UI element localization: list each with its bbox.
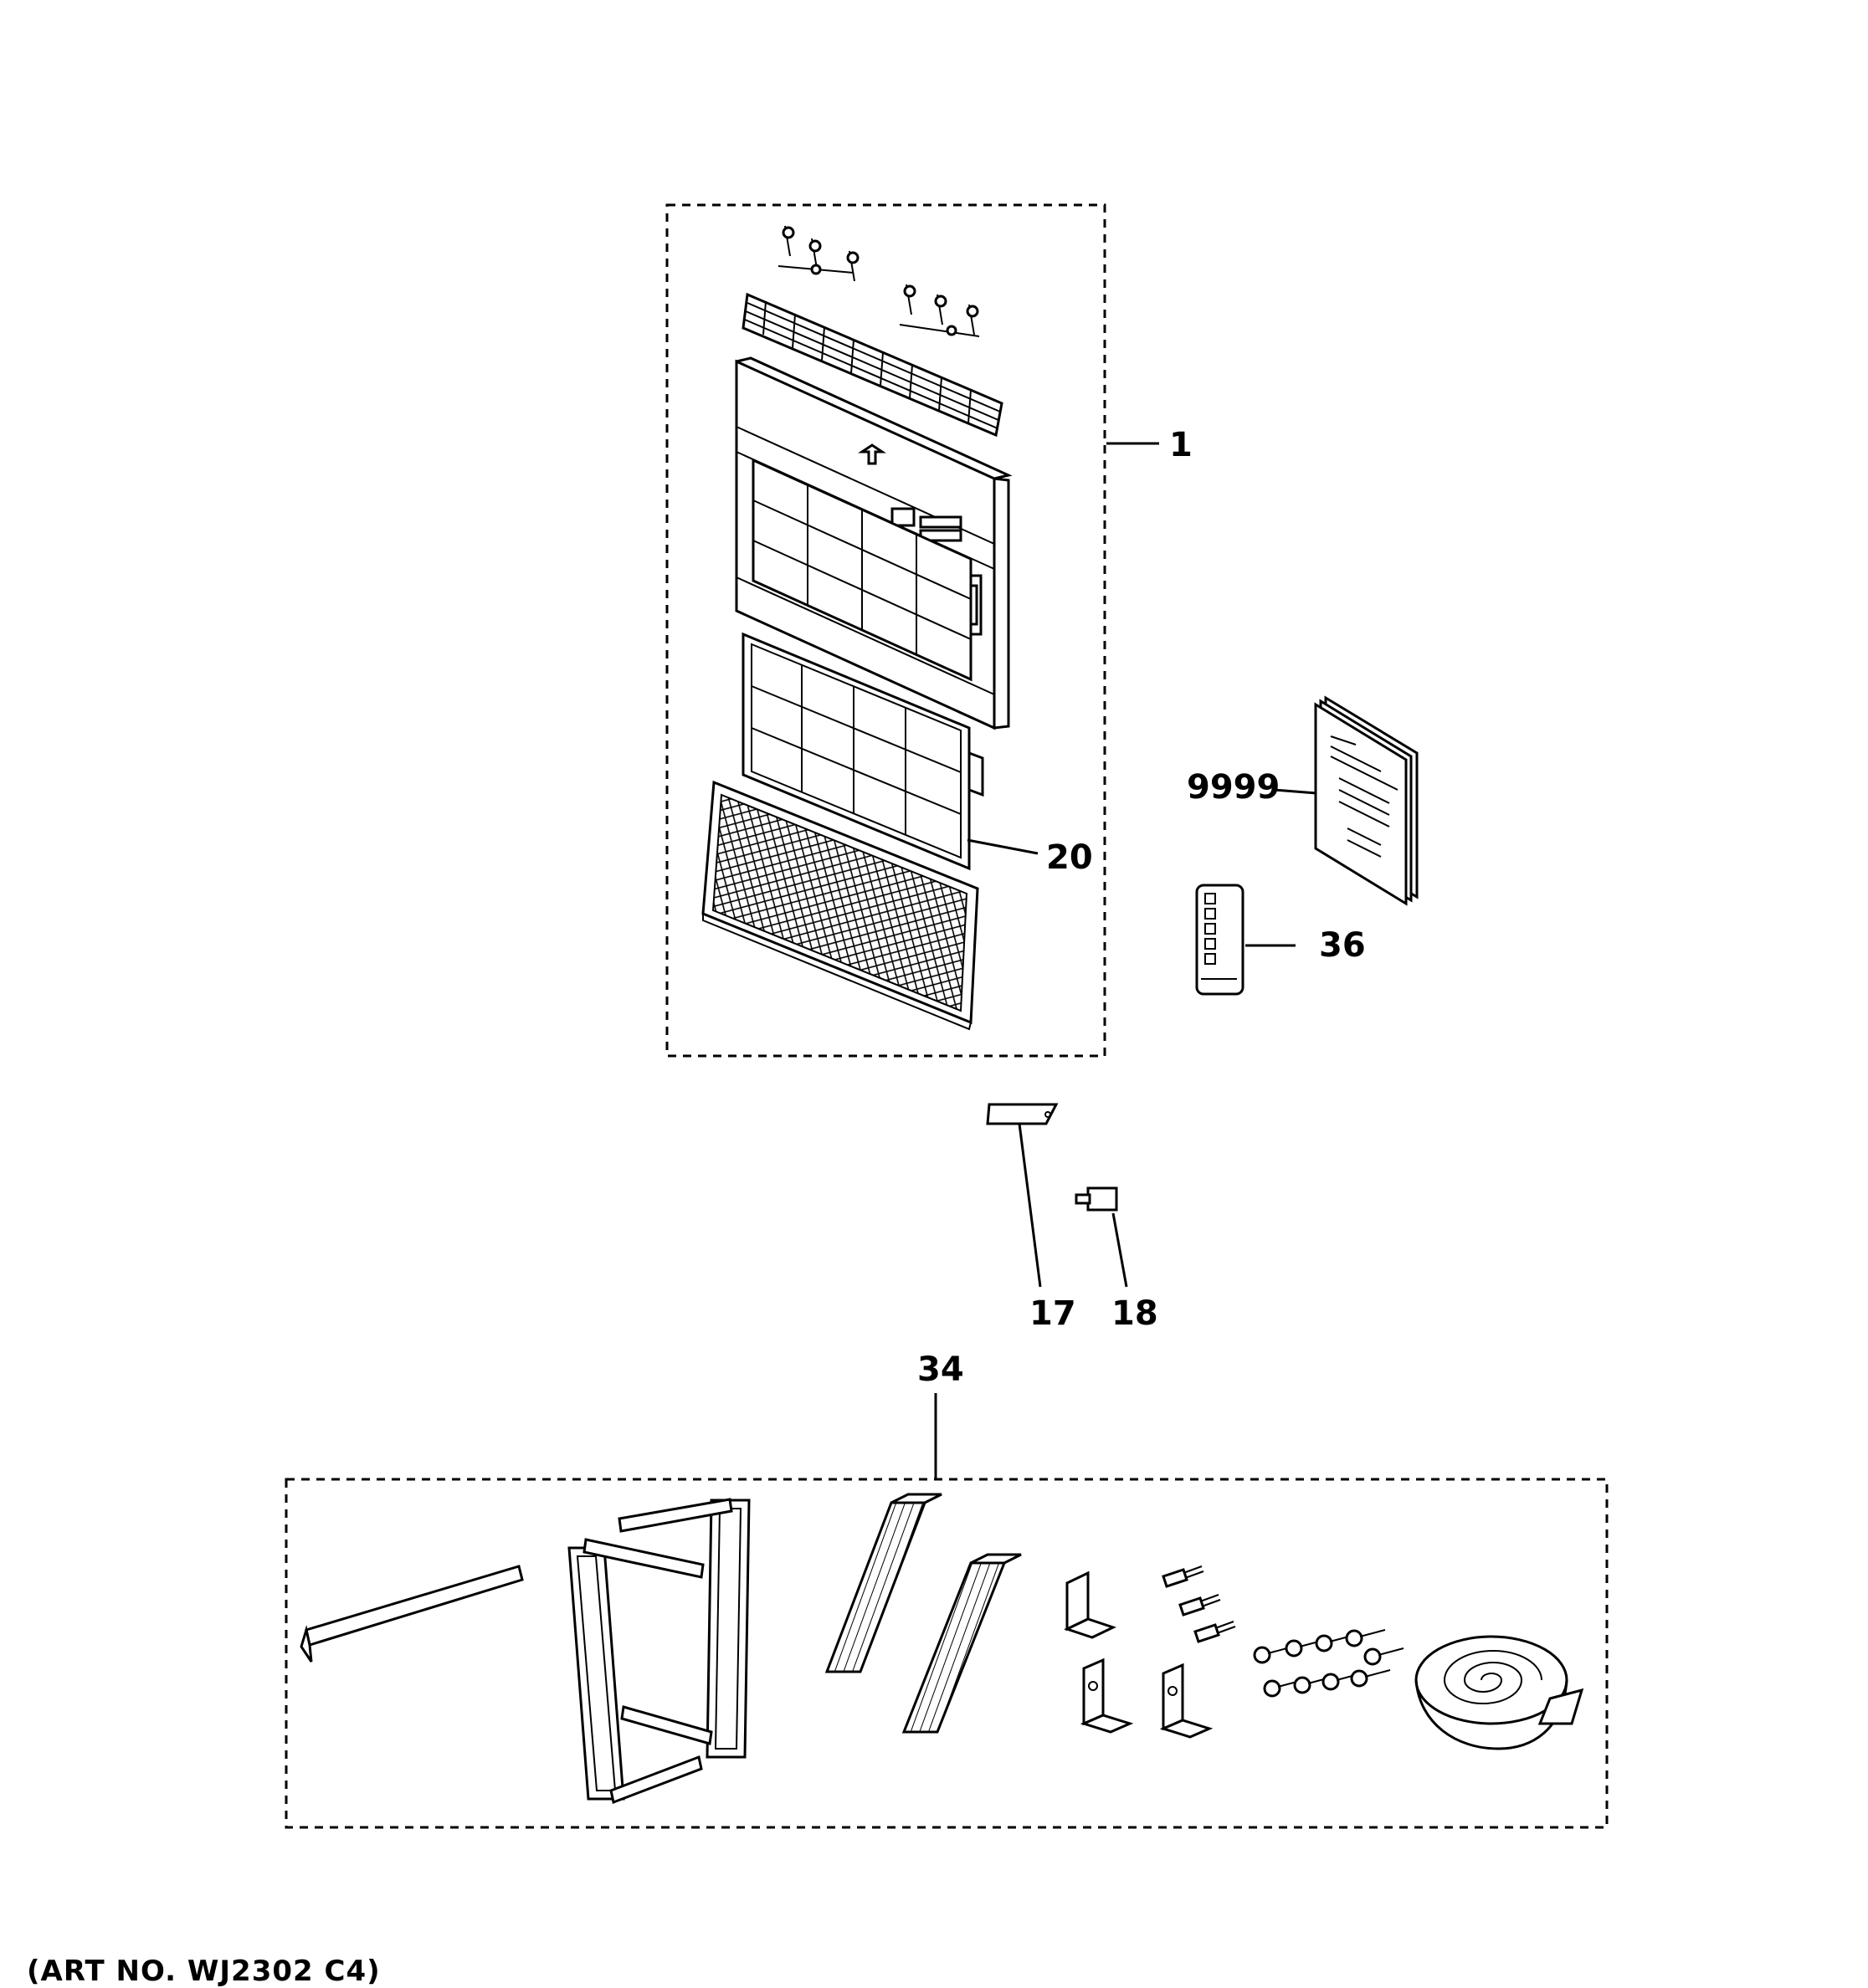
front-panel-assembly-group (665, 203, 1106, 1058)
foam-seal-roll (1414, 1635, 1584, 1750)
part-17-cover (986, 1103, 1059, 1125)
assembly-dashed-box (665, 203, 1106, 1058)
louver-clips (777, 225, 980, 337)
side-curtain-frame (567, 1498, 751, 1805)
callout-1: 1 (1169, 426, 1193, 464)
callout-18: 18 (1111, 1294, 1158, 1333)
front-frame (735, 356, 1013, 730)
window-rail (300, 1565, 524, 1663)
callout-36: 36 (1319, 926, 1366, 965)
accordion-panels (824, 1493, 1022, 1734)
callout-9999: 9999 (1187, 768, 1280, 807)
part-18-small-part (1075, 1186, 1118, 1212)
louver-grille (742, 292, 1003, 438)
front-frame-grid (752, 458, 972, 682)
callout-34: 34 (917, 1350, 964, 1389)
remote-control (1195, 884, 1244, 996)
installation-kit-group (285, 1478, 1609, 1829)
large-screws (1162, 1565, 1236, 1643)
louver-clip-set-right (899, 284, 980, 337)
owners-manual (1314, 695, 1419, 906)
art-number: (ART NO. WJ2302 C4) (27, 1955, 381, 1988)
callout-17: 17 (1029, 1294, 1076, 1333)
small-screws (1253, 1629, 1404, 1698)
installation-kit-dashed-box (285, 1478, 1609, 1829)
leader-lines (934, 442, 1317, 1479)
air-filter (742, 632, 984, 871)
callout-20: 20 (1046, 838, 1093, 877)
louver-clip-set-left (777, 225, 860, 282)
bottom-mesh-grille (701, 780, 979, 1031)
l-brackets (1064, 1570, 1214, 1739)
